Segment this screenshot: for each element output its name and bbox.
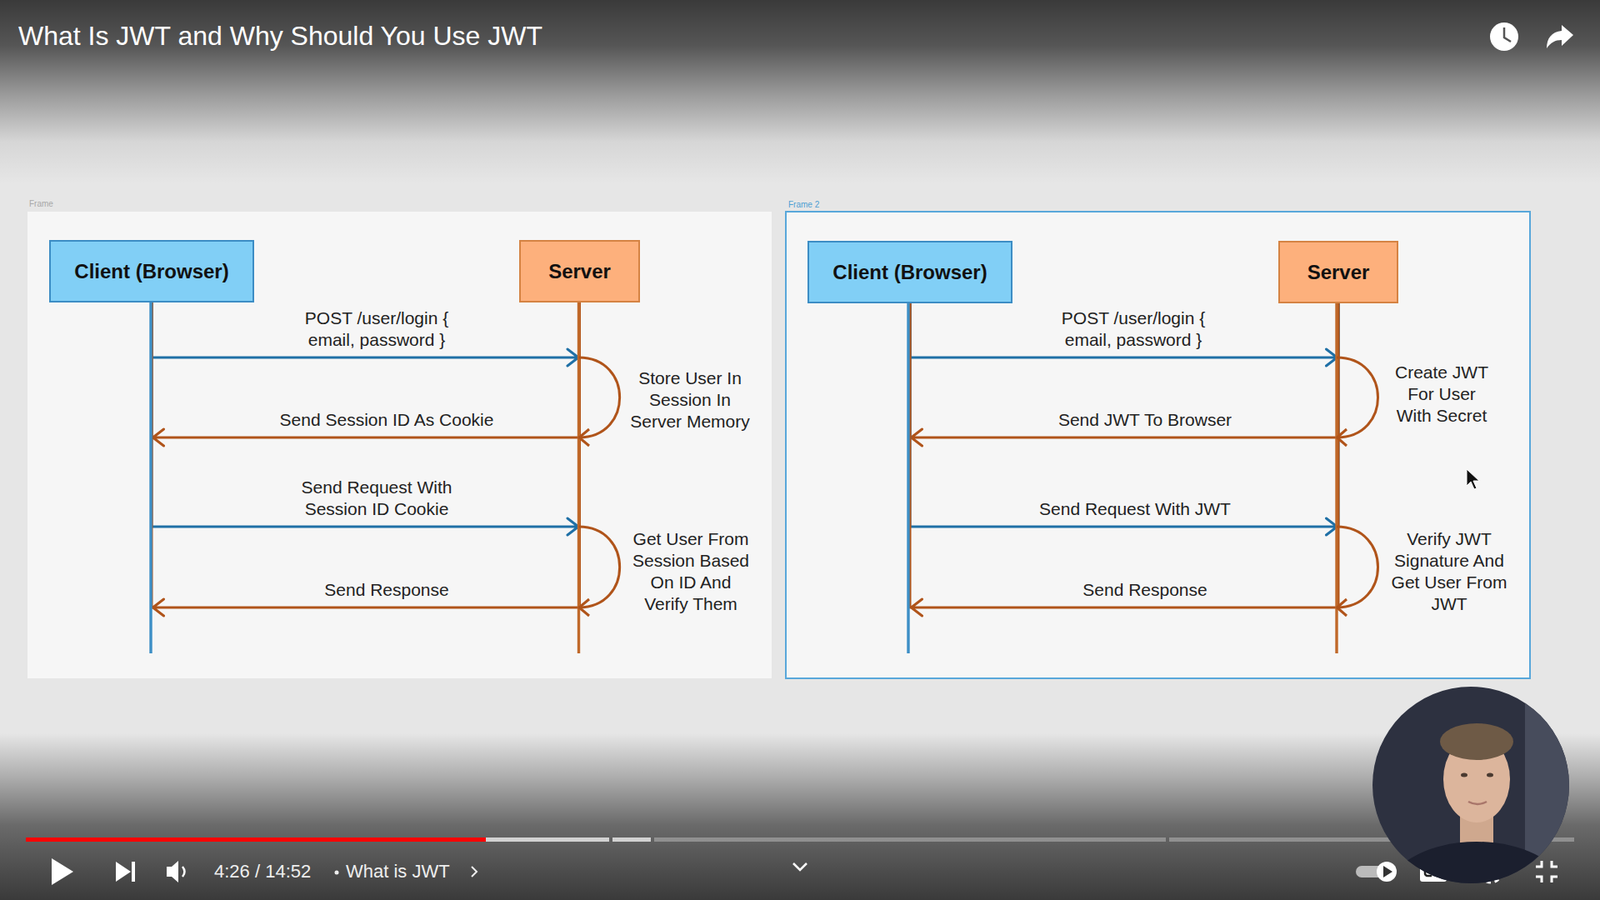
progress-track (25, 837, 610, 842)
message-arrow (910, 303, 1339, 446)
autoplay-knob (1376, 861, 1397, 882)
step-note: Get User From Session Based On ID And Ve… (630, 528, 752, 615)
video-title: What Is JWT and Why Should You Use JWT (18, 20, 543, 52)
message-arrow (910, 303, 1339, 366)
exit-fullscreen-icon (1535, 860, 1542, 867)
loop-arrowhead (579, 429, 590, 446)
share-icon (1546, 25, 1574, 49)
progress-played (25, 837, 486, 842)
self-loop (579, 357, 620, 438)
chapter-title: What is JWT (345, 860, 450, 883)
server-box: Server (1278, 240, 1399, 304)
next-icon-bar (131, 861, 135, 882)
message-arrow (910, 303, 1339, 535)
volume-wave (182, 866, 185, 877)
exit-fullscreen-icon (1551, 860, 1558, 867)
message-label: Send Request With Session ID Cookie (299, 476, 455, 520)
message-label: Send Response (324, 579, 449, 601)
participant-name: Client (Browser) (832, 260, 987, 285)
mouse-cursor (1466, 469, 1480, 490)
message-arrow (151, 302, 580, 535)
message-arrow (151, 302, 580, 446)
presenter-hair (1440, 723, 1514, 760)
message-label: POST /user/login { email, password } (303, 307, 450, 351)
loop-arrowhead (579, 599, 590, 616)
webcam (1366, 683, 1584, 900)
frame-name: Frame 2 (788, 200, 820, 210)
presenter-shirt (1383, 841, 1570, 900)
client-box: Client (Browser) (49, 240, 255, 303)
frame-fill (785, 210, 1531, 680)
volume-icon (166, 860, 179, 883)
separator-dot (335, 870, 340, 875)
step-note: Verify JWT Signature And Get User From J… (1389, 528, 1510, 615)
message-label: POST /user/login { email, password } (1060, 307, 1207, 351)
message-label: Send JWT To Browser (1058, 409, 1232, 431)
watch-later-icon (1490, 22, 1519, 51)
step-note: Store User In Session In Server Memory (627, 367, 753, 433)
autoplay-play (1383, 865, 1393, 878)
play-icon (51, 858, 74, 885)
frame: Frame 2Client (Browser)Server (785, 210, 1531, 680)
step-note: Create JWT For User With Secret (1391, 361, 1492, 427)
exit-fullscreen-icon (1535, 876, 1542, 883)
lifeline (577, 301, 580, 654)
chapter-chevron (471, 866, 477, 877)
lifeline (149, 301, 152, 654)
expand-chevron (793, 863, 807, 870)
participant-name: Server (548, 259, 611, 285)
message-arrow (151, 302, 580, 616)
loop-arrowhead (1337, 429, 1348, 446)
self-loop (1336, 357, 1379, 438)
self-loop (1336, 526, 1379, 608)
frame-name: Frame (29, 199, 54, 210)
progress-buffered (485, 837, 610, 842)
loop-arrowhead (1337, 599, 1348, 616)
message-arrow (910, 303, 1339, 616)
progress-track (612, 837, 651, 842)
message-arrow (151, 302, 580, 366)
self-loop (579, 526, 620, 608)
presenter-eye (1486, 773, 1494, 778)
timestamp: 4:26 / 14:52 (214, 860, 311, 883)
client-box: Client (Browser) (807, 240, 1013, 304)
next-icon (115, 861, 131, 882)
message-label: Send Request With JWT (1039, 498, 1231, 520)
message-label: Send Response (1082, 579, 1207, 601)
exit-fullscreen-icon (1551, 876, 1558, 883)
message-label: Send Session ID As Cookie (280, 409, 495, 431)
progress-track (654, 837, 1166, 842)
progress-buffered (612, 837, 651, 842)
participant-name: Client (Browser) (74, 259, 229, 285)
lifeline (1335, 301, 1338, 654)
frame-fill (26, 210, 773, 680)
clock-hands (1504, 27, 1511, 42)
presenter-eye (1460, 773, 1468, 778)
presenter-mouth (1468, 801, 1487, 805)
lifeline (906, 301, 910, 654)
server-box: Server (519, 240, 640, 303)
participant-name: Server (1307, 260, 1370, 285)
